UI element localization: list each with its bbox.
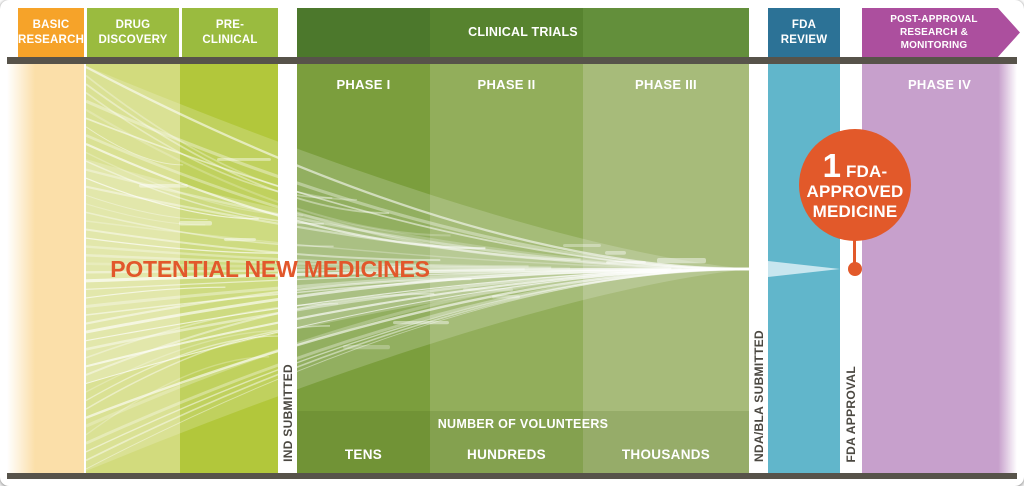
header-fda-review: FDA REVIEW bbox=[768, 8, 840, 57]
volunteers-tens-label: TENS bbox=[344, 447, 383, 462]
milestone-band-nda-bla-submitted: NDA/BLA SUBMITTED bbox=[749, 64, 768, 473]
header-pre-clinical-line1: PRE- bbox=[215, 19, 245, 32]
header-post-approval-line3: MONITORING bbox=[900, 40, 968, 51]
header-drug-discovery: DRUG DISCOVERY bbox=[87, 8, 179, 57]
column-phase-1 bbox=[297, 64, 430, 473]
milestone-band-ind-submitted: IND SUBMITTED bbox=[278, 64, 297, 473]
header-post-approval-arrow: POST-APPROVAL RESEARCH & MONITORING bbox=[862, 8, 1020, 57]
approved-medicine-top-row: 1 FDA- bbox=[823, 149, 888, 182]
clinical-header-segment-3 bbox=[583, 8, 749, 57]
clinical-header-segment-2 bbox=[430, 8, 583, 57]
approved-medicine-badge: 1 FDA- APPROVED MEDICINE bbox=[799, 129, 911, 241]
column-phase-4 bbox=[862, 64, 1017, 473]
header-clinical-trials-label: CLINICAL TRIALS bbox=[468, 24, 578, 39]
bottom-divider-rule bbox=[7, 473, 1017, 479]
header-pre-clinical-line2: CLINICAL bbox=[202, 33, 258, 46]
column-basic-research bbox=[7, 64, 84, 473]
header-basic-research-line2: RESEARCH bbox=[17, 33, 85, 46]
volunteers-hundreds-label: HUNDREDS bbox=[467, 447, 546, 462]
header-drug-discovery-line1: DRUG bbox=[115, 19, 151, 32]
approved-medicine-dot bbox=[848, 262, 862, 276]
volunteers-band bbox=[297, 411, 749, 473]
approved-medicine-line3: MEDICINE bbox=[812, 201, 898, 221]
header-fda-review-line2: REVIEW bbox=[780, 33, 828, 46]
header-drug-discovery-line2: DISCOVERY bbox=[98, 33, 168, 46]
header-basic-research-line1: BASIC bbox=[32, 19, 70, 32]
volunteers-thousands-label: THOUSANDS bbox=[621, 447, 711, 462]
approved-medicine-line2: APPROVED bbox=[806, 182, 904, 202]
header-clinical-trials: CLINICAL TRIALS bbox=[297, 8, 749, 57]
column-drug-discovery bbox=[86, 64, 180, 473]
column-pre-clinical bbox=[180, 64, 278, 473]
potential-new-medicines-label: POTENTIAL NEW MEDICINES bbox=[110, 256, 430, 282]
header-basic-research: BASIC RESEARCH bbox=[18, 8, 84, 57]
phase-2-label: PHASE II bbox=[477, 77, 536, 92]
header-fda-review-line1: FDA bbox=[791, 19, 817, 32]
phase-3-label: PHASE III bbox=[635, 77, 697, 92]
volunteers-title: NUMBER OF VOLUNTEERS bbox=[437, 417, 609, 431]
clinical-header-segment-1 bbox=[297, 8, 430, 57]
approved-medicine-line1: FDA- bbox=[845, 162, 888, 182]
approved-medicine-stem bbox=[853, 239, 856, 264]
header-post-approval-line2: RESEARCH & bbox=[899, 27, 969, 38]
nda-bla-submitted-label: NDA/BLA SUBMITTED bbox=[751, 330, 766, 462]
header-post-approval-line1: POST-APPROVAL bbox=[890, 14, 978, 25]
phase-4-label: PHASE IV bbox=[907, 77, 972, 92]
fda-approval-label: FDA APPROVAL bbox=[844, 365, 858, 463]
phase-1-label: PHASE I bbox=[336, 77, 391, 92]
top-divider-rule bbox=[7, 57, 1017, 64]
header-pre-clinical: PRE- CLINICAL bbox=[182, 8, 278, 57]
approved-medicine-count: 1 bbox=[822, 147, 841, 185]
ind-submitted-label: IND SUBMITTED bbox=[280, 364, 295, 462]
medicines-funnel-graphic bbox=[85, 65, 840, 471]
